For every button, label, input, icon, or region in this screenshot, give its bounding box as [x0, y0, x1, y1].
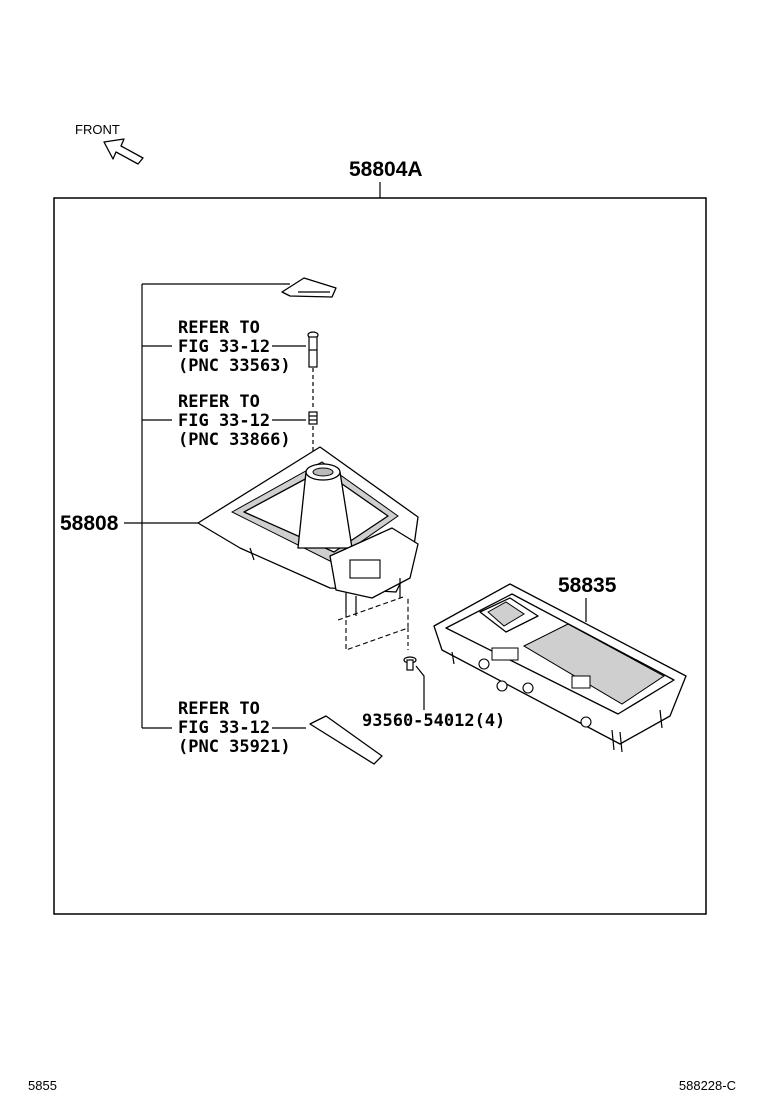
svg-text:FIG 33-12: FIG 33-12 — [178, 337, 270, 357]
assembly-frame — [53, 197, 707, 915]
svg-text:REFER TO: REFER TO — [178, 318, 260, 338]
assembly-part-number: 58804A — [349, 158, 423, 181]
screw-part — [403, 656, 425, 710]
screw-part-number: 93560-54012(4) — [362, 711, 505, 731]
alignment-lines — [337, 595, 409, 651]
console-tray-part-number: 58835 — [558, 574, 617, 597]
console-tray-part — [433, 583, 687, 753]
front-arrow-icon — [103, 138, 144, 165]
shift-bezel-part — [197, 446, 419, 616]
boot-strip-part — [309, 715, 383, 765]
cap-piece — [281, 277, 337, 298]
reference-bracket — [141, 283, 290, 729]
nut-part — [308, 411, 318, 458]
svg-text:(PNC 33866): (PNC 33866) — [178, 430, 291, 450]
svg-text:(PNC 33563): (PNC 33563) — [178, 356, 291, 376]
svg-text:REFER TO: REFER TO — [178, 392, 260, 412]
svg-text:FIG 33-12: FIG 33-12 — [178, 718, 270, 738]
reference-2: REFER TO FIG 33-12 (PNC 33866) — [178, 392, 306, 450]
svg-text:FIG 33-12: FIG 33-12 — [178, 411, 270, 431]
svg-text:(PNC 35921): (PNC 35921) — [178, 737, 291, 757]
reference-3: REFER TO FIG 33-12 (PNC 35921) — [178, 699, 306, 757]
footer-left-code: 5855 — [28, 1078, 57, 1093]
shift-bezel-part-number: 58808 — [60, 512, 119, 535]
front-label: FRONT — [75, 122, 120, 137]
bolt-part — [307, 331, 319, 408]
reference-1: REFER TO FIG 33-12 (PNC 33563) — [178, 318, 306, 376]
svg-text:REFER TO: REFER TO — [178, 699, 260, 719]
footer-right-code: 588228-C — [679, 1078, 736, 1093]
